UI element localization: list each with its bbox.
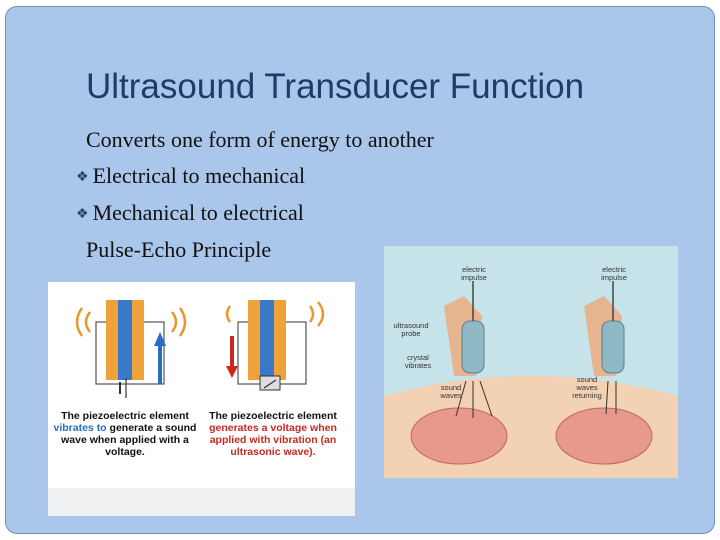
ultrasound-probe-image: electric impulse electric impulse ultras…: [384, 246, 678, 478]
caption-1-highlight: vibrates to: [53, 422, 107, 434]
caption-2-pre: The piezoelectric element: [209, 410, 337, 422]
bullet-line-1: ❖Electrical to mechanical: [76, 163, 305, 189]
bullet-line-1-text: Electrical to mechanical: [92, 163, 306, 188]
caption-vibration-to-voltage: The piezoelectric element generates a vo…: [198, 410, 348, 458]
piezoelectric-diagram-svg: [75, 300, 325, 398]
label-ultrasound-probe: ultrasound probe: [393, 321, 429, 338]
ultrasound-illustration-svg: [384, 281, 678, 478]
caption-voltage-to-sound: The piezoelectric element vibrates to ge…: [50, 410, 200, 458]
label-sound-waves: sound waves: [440, 383, 462, 400]
bullet-icon: ❖: [76, 207, 89, 222]
text-line-2: Pulse-Echo Principle: [86, 237, 271, 263]
right-circuit: [225, 300, 325, 391]
slide-title: Ultrasound Transducer Function: [86, 67, 585, 106]
caption-1-pre: The piezoelectric element: [61, 410, 189, 422]
figure-bottom-strip: [48, 488, 355, 516]
caption-1-post: generate a sound wave when applied with …: [61, 422, 197, 458]
text-line-1: Converts one form of energy to another: [86, 127, 434, 153]
label-sound-waves-returning: sound waves returning: [572, 375, 602, 400]
caption-2-highlight: generates a voltage when applied with vi…: [209, 422, 337, 458]
piezoelectric-diagram-image: The piezoelectric element vibrates to ge…: [48, 282, 355, 516]
label-electric-impulse-2: electric impulse: [601, 265, 627, 282]
label-electric-impulse-1: electric impulse: [461, 265, 487, 282]
bullet-line-2-text: Mechanical to electrical: [92, 200, 304, 225]
bullet-icon: ❖: [76, 170, 89, 185]
text-line-1-text: Converts one form of energy to another: [86, 127, 434, 152]
label-crystal-vibrates: crystal vibrates: [404, 353, 432, 370]
left-circuit: [75, 300, 187, 398]
bullet-line-2: ❖Mechanical to electrical: [76, 200, 304, 226]
text-line-2-text: Pulse-Echo Principle: [86, 237, 272, 262]
